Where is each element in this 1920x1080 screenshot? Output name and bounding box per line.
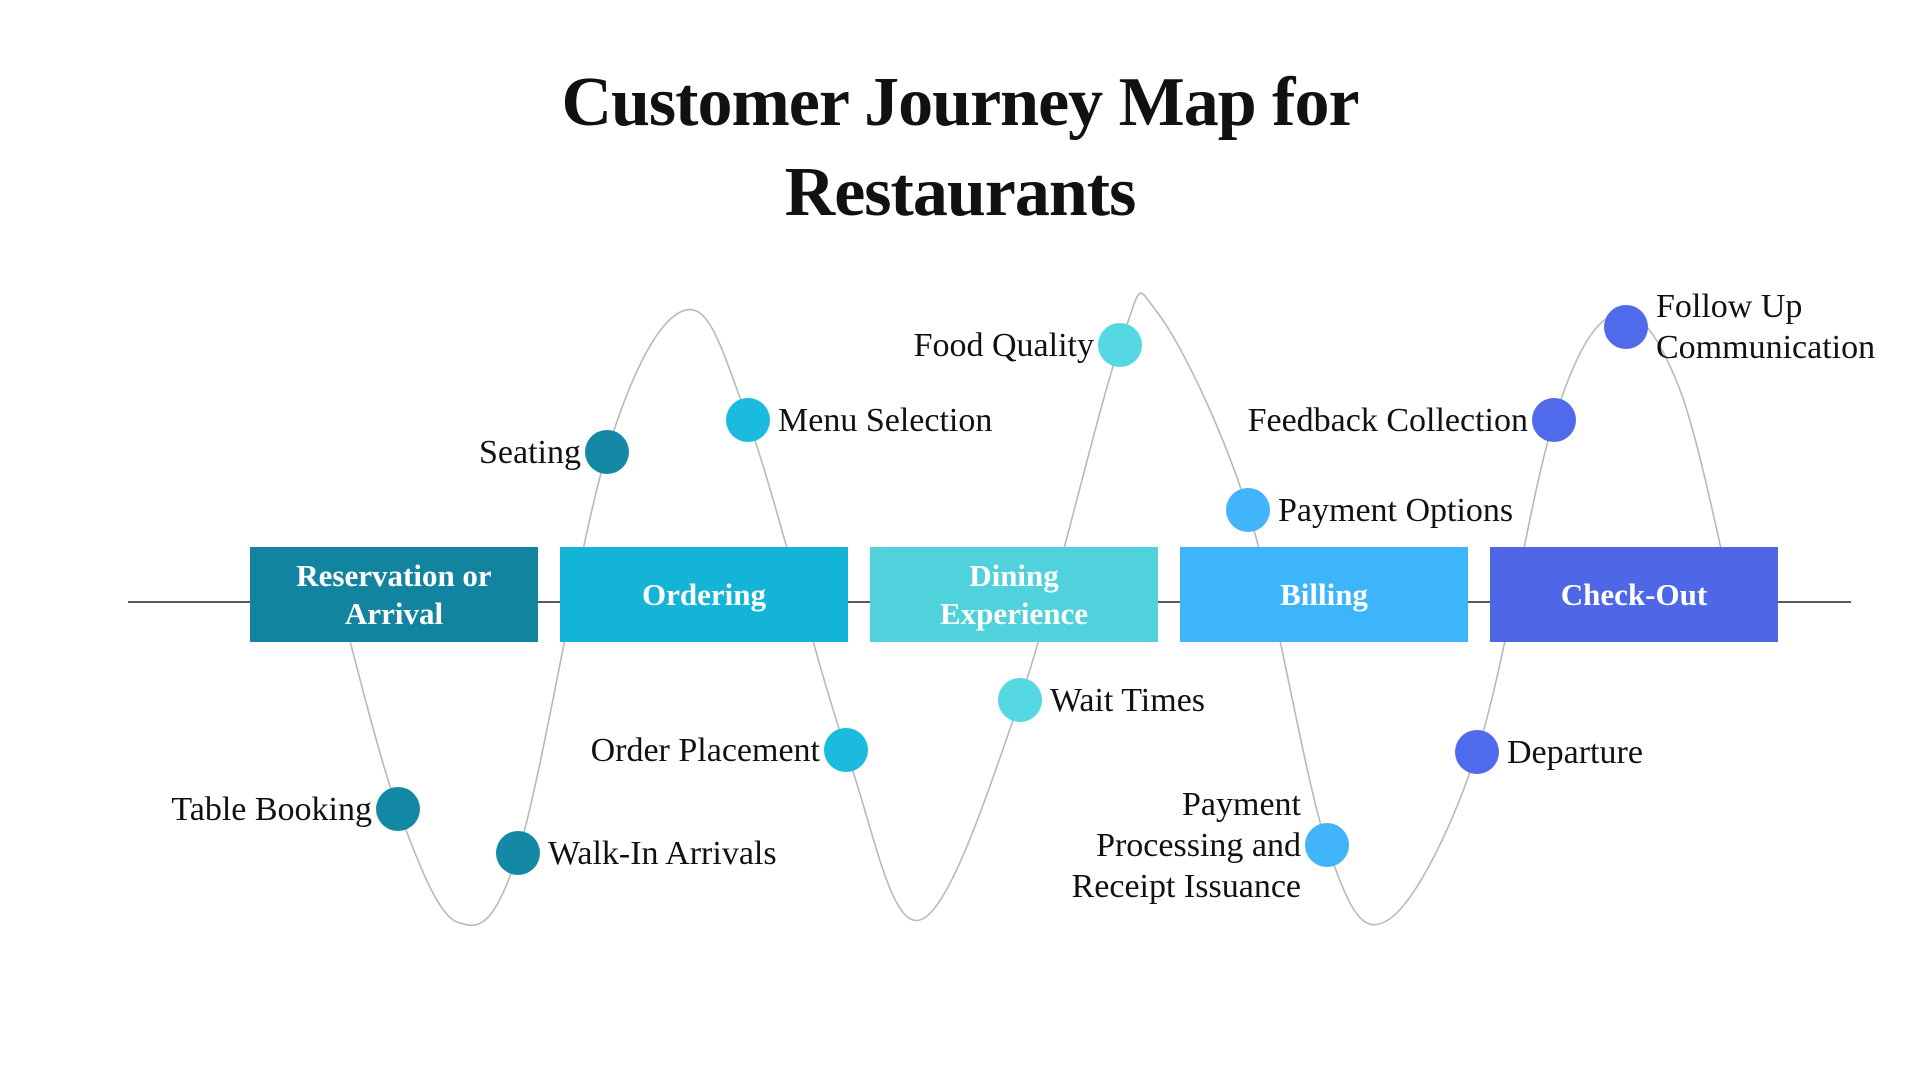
stage-box-check-out: Check-Out <box>1490 547 1778 642</box>
stage-label: Dining Experience <box>939 557 1089 631</box>
stage-box-dining-experience: Dining Experience <box>870 547 1158 642</box>
page-title-line1: Customer Journey Map for <box>561 64 1359 141</box>
touchpoint-dot-feedback-collection <box>1532 398 1576 442</box>
stage-box-reservation-or-arrival: Reservation or Arrival <box>250 547 538 642</box>
touchpoint-label-follow-up: Follow Up Communication <box>1656 288 1876 366</box>
touchpoint-label-departure: Departure <box>1507 733 1643 771</box>
touchpoint-dot-payment <box>1305 823 1349 867</box>
touchpoint-dot-menu-selection <box>726 398 770 442</box>
stage-label: Check-Out <box>1560 576 1708 612</box>
stage-label: Ordering <box>642 576 766 612</box>
touchpoint-dot-table-booking <box>376 787 420 831</box>
touchpoint-dot-departure <box>1455 730 1499 774</box>
touchpoint-dot-wait-times <box>998 678 1042 722</box>
touchpoint-label-feedback-collection: Feedback Collection <box>1247 401 1528 439</box>
stage-box-ordering: Ordering <box>560 547 848 642</box>
touchpoint-dot-seating <box>585 430 629 474</box>
touchpoint-dot-order-placement <box>824 728 868 772</box>
touchpoint-dot-food-quality <box>1098 323 1142 367</box>
page-title-line2: Restaurants <box>784 154 1137 231</box>
stage-label: Billing <box>1280 576 1368 612</box>
stage-label: Reservation or Arrival <box>296 557 492 631</box>
touchpoint-label-seating: Seating <box>479 433 581 471</box>
touchpoint-label-menu-selection: Menu Selection <box>778 401 993 439</box>
stage-box-billing: Billing <box>1180 547 1468 642</box>
touchpoint-label-wait-times: Wait Times <box>1050 681 1206 719</box>
touchpoint-label-payment: Payment Processing and Receipt Issuance <box>1071 785 1301 905</box>
touchpoint-dot-walk-in-arrivals <box>496 831 540 875</box>
touchpoint-dot-payment-options <box>1226 488 1270 532</box>
touchpoint-label-payment-options: Payment Options <box>1278 491 1514 529</box>
touchpoint-dot-follow-up <box>1604 305 1648 349</box>
touchpoint-label-order-placement: Order Placement <box>590 731 820 769</box>
page-title: Customer Journey Map for Restaurants <box>0 58 1920 238</box>
touchpoint-label-food-quality: Food Quality <box>913 326 1094 364</box>
touchpoint-label-walk-in-arrivals: Walk-In Arrivals <box>548 834 777 872</box>
touchpoint-label-table-booking: Table Booking <box>171 790 372 828</box>
